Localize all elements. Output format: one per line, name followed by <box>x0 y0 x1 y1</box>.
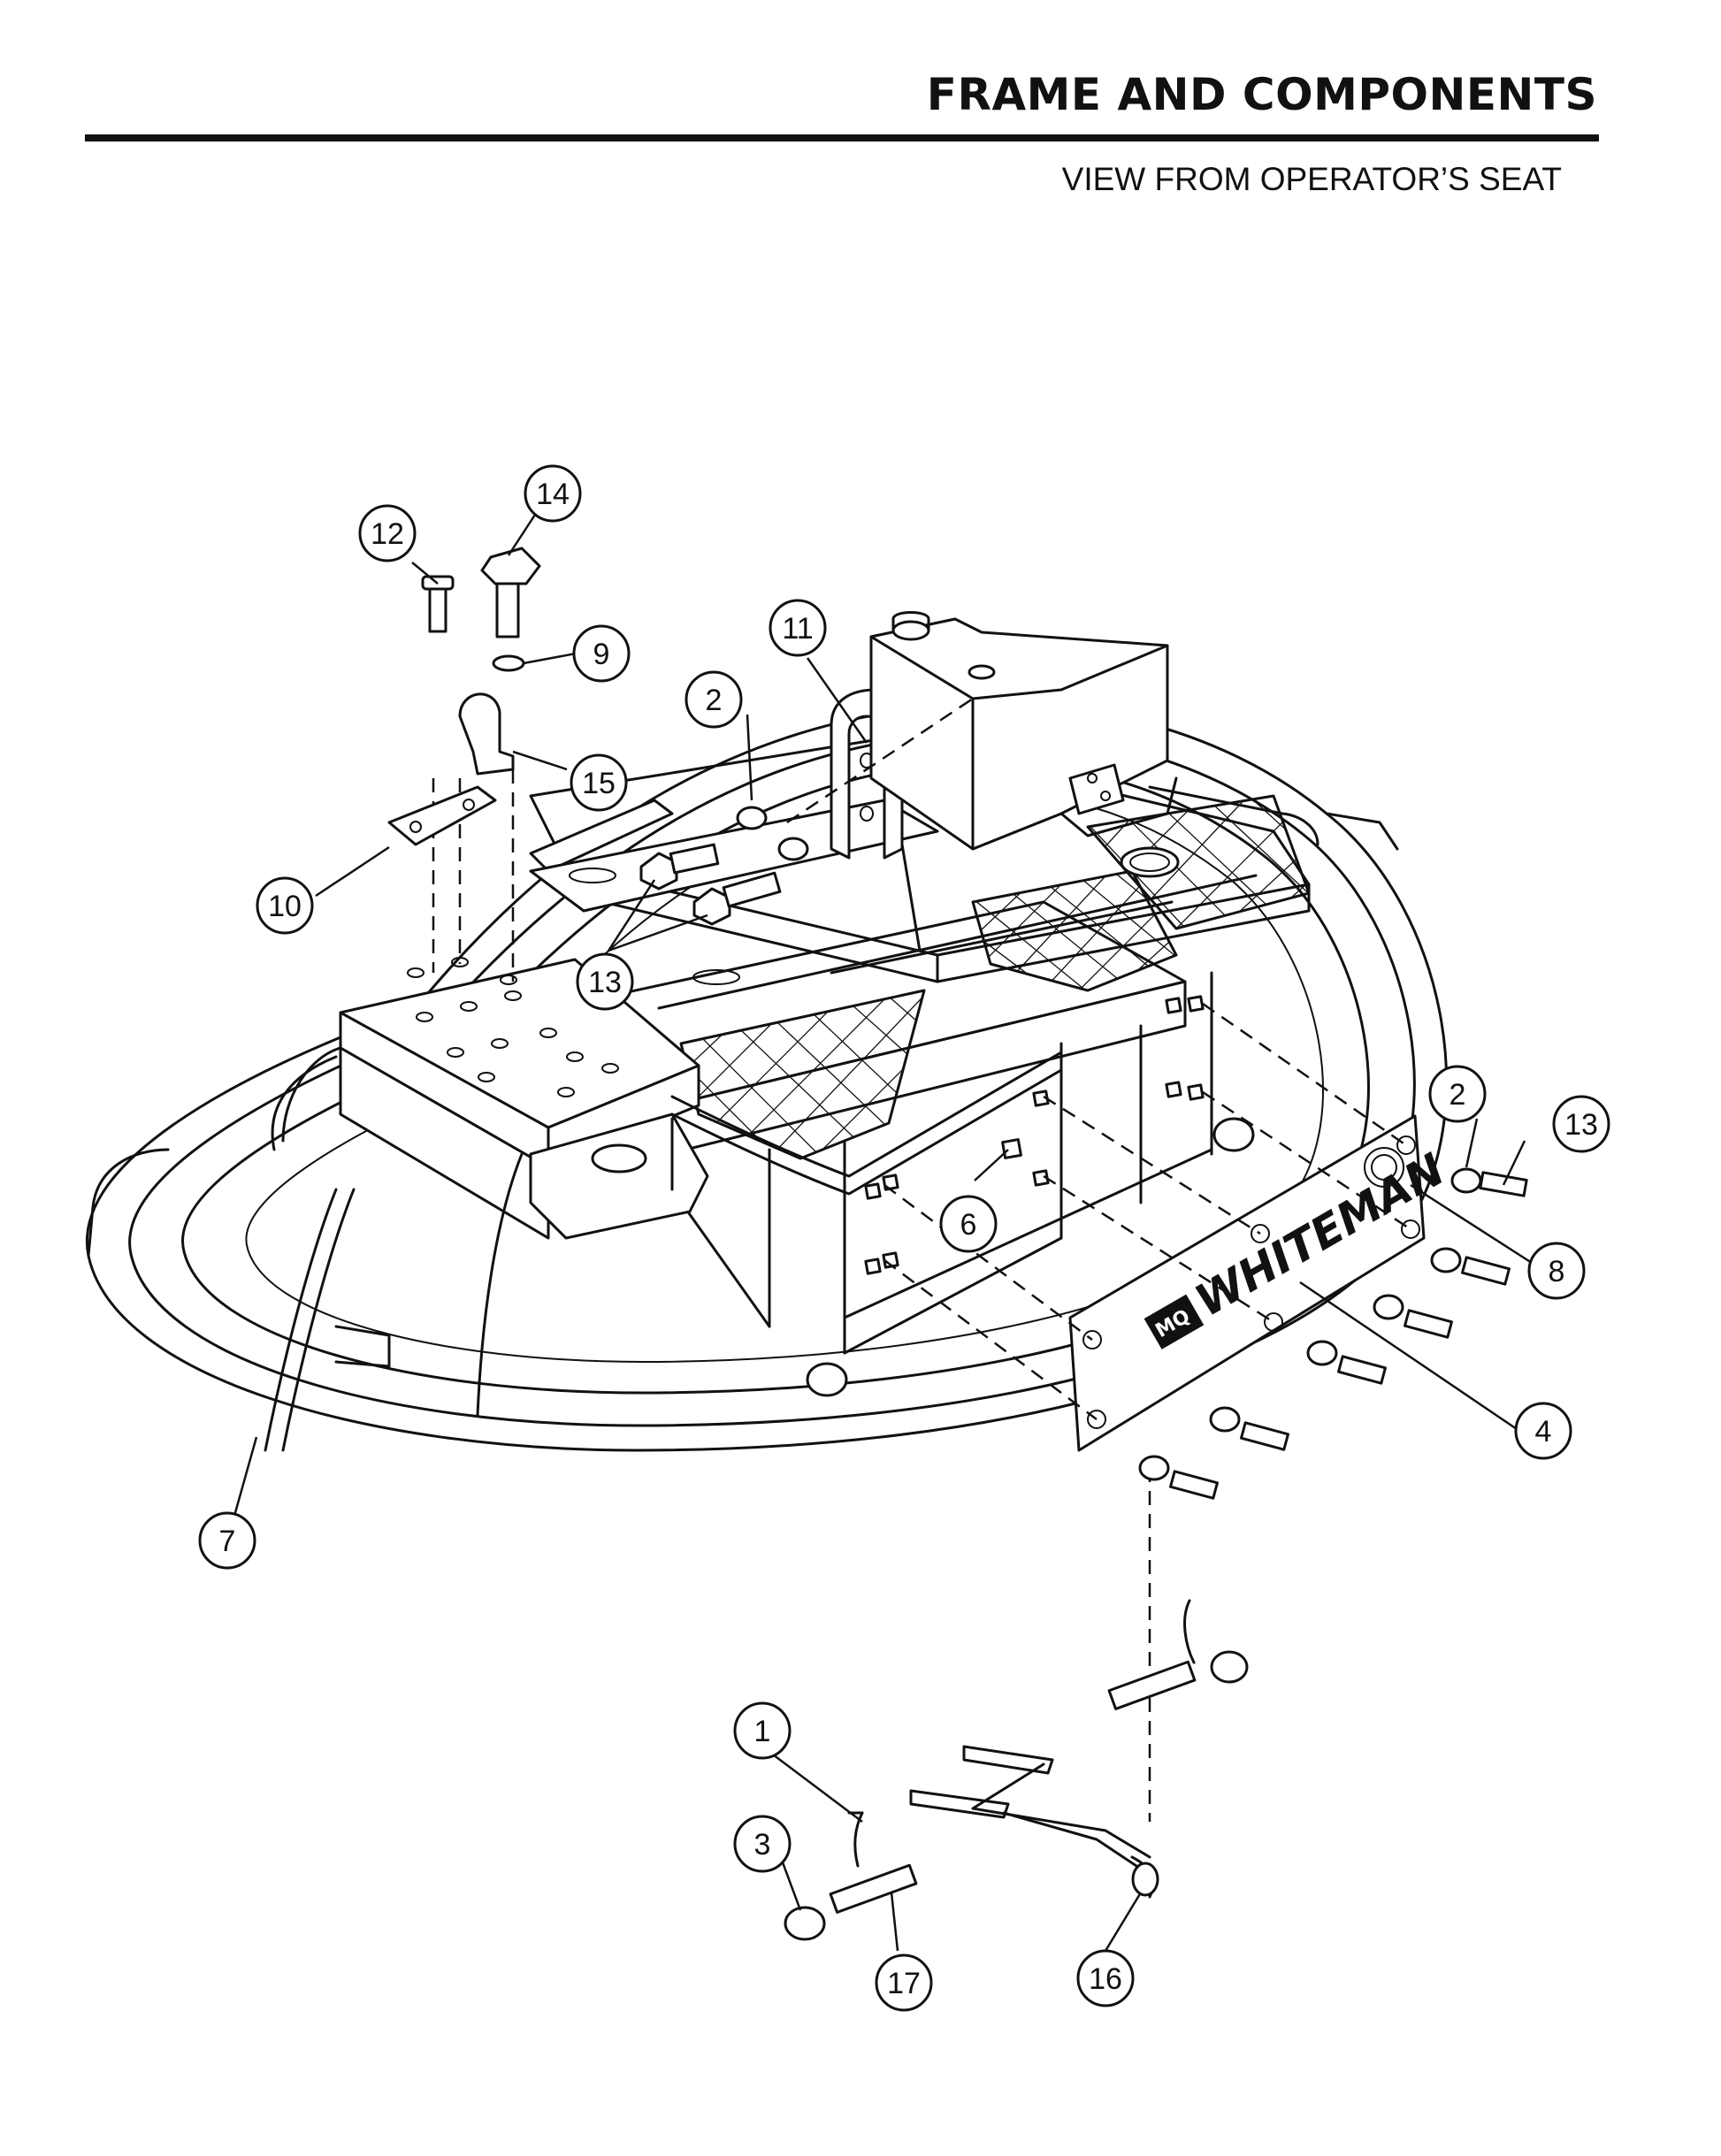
svg-text:14: 14 <box>536 478 570 511</box>
svg-text:2: 2 <box>1449 1078 1466 1112</box>
callout-6: 6 <box>939 1195 998 1253</box>
pedal-assembly <box>784 1599 1249 1941</box>
assembly-lines <box>432 697 1411 1822</box>
callout-2-upper: 2 <box>685 670 743 729</box>
svg-text:6: 6 <box>960 1208 977 1242</box>
svg-text:13: 13 <box>1564 1108 1598 1142</box>
callout-4: 4 <box>1514 1402 1572 1460</box>
floor-mesh <box>679 794 1311 1160</box>
callout-16: 16 <box>1076 1949 1135 2007</box>
callout-12: 12 <box>358 504 417 562</box>
callout-2-right: 2 <box>1428 1065 1487 1123</box>
callout-13-right: 13 <box>1552 1095 1610 1153</box>
callout-1: 1 <box>733 1701 792 1760</box>
svg-text:11: 11 <box>782 612 813 646</box>
callout-11: 11 <box>769 599 827 657</box>
callout-10: 10 <box>256 876 314 935</box>
svg-text:4: 4 <box>1535 1415 1552 1449</box>
callout-7: 7 <box>198 1511 256 1570</box>
view-caption: VIEW FROM OPERATOR’S SEAT <box>1061 161 1562 197</box>
svg-text:16: 16 <box>1089 1962 1122 1996</box>
callout-leaders <box>228 514 1533 1952</box>
svg-text:15: 15 <box>582 767 616 800</box>
svg-text:12: 12 <box>371 517 404 551</box>
callouts: 1 2 2 3 4 6 7 8 9 10 11 12 13 13 14 15 1… <box>198 464 1610 2012</box>
seat-mount <box>529 688 939 985</box>
svg-text:1: 1 <box>754 1715 771 1748</box>
svg-text:8: 8 <box>1549 1255 1565 1288</box>
clip-bracket-6 <box>1001 1138 1022 1159</box>
callout-14: 14 <box>524 464 582 523</box>
handle-rails <box>264 785 1319 1452</box>
callout-9: 9 <box>572 624 631 683</box>
nameplate: MQ WHITEMAN <box>1068 1114 1453 1452</box>
control-box <box>869 611 1178 851</box>
title-rule <box>85 134 1599 141</box>
svg-text:13: 13 <box>588 966 622 999</box>
callout-13-upper: 13 <box>576 952 634 1011</box>
svg-text:3: 3 <box>754 1828 771 1862</box>
svg-text:7: 7 <box>219 1525 236 1558</box>
page-title: FRAME AND COMPONENTS <box>926 69 1597 120</box>
svg-text:9: 9 <box>593 638 610 671</box>
svg-text:17: 17 <box>887 1967 921 2000</box>
callout-17: 17 <box>875 1953 933 2012</box>
callout-3: 3 <box>733 1815 792 1873</box>
callout-15: 15 <box>570 753 628 812</box>
front-block <box>281 957 709 1240</box>
callout-8: 8 <box>1527 1242 1586 1300</box>
svg-text:2: 2 <box>706 684 723 717</box>
svg-text:10: 10 <box>268 890 302 923</box>
